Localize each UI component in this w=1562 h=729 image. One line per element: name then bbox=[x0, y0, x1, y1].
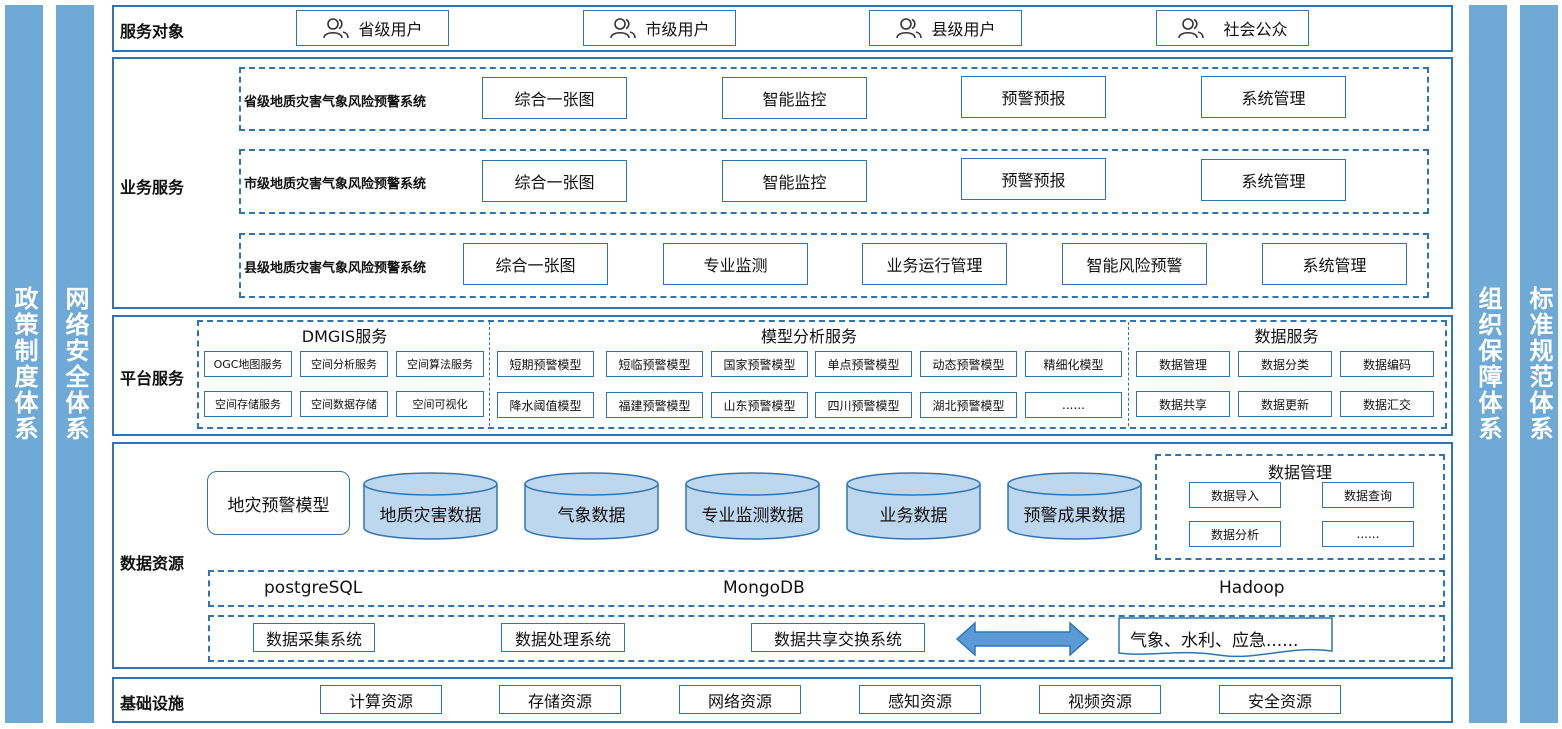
model-item: 国家预警模型 bbox=[711, 351, 808, 377]
module-box: 业务运行管理 bbox=[862, 243, 1007, 285]
engine-postgresql: postgreSQL bbox=[264, 578, 363, 598]
model-item: 降水阈值模型 bbox=[497, 392, 594, 418]
dmgis-item: 空间存储服务 bbox=[204, 391, 292, 417]
user-provincial: 省级用户 bbox=[296, 10, 449, 46]
users-icon bbox=[1178, 18, 1205, 39]
data-mgmt-item: 数据导入 bbox=[1189, 482, 1281, 508]
database-cylinder: 气象数据 bbox=[524, 472, 659, 540]
divider bbox=[1128, 322, 1129, 426]
module-box: 综合一张图 bbox=[463, 243, 608, 285]
dmgis-item: OGC地图服务 bbox=[204, 351, 292, 377]
data-service-item: 数据共享 bbox=[1136, 391, 1230, 417]
data-service-item: 数据编码 bbox=[1340, 351, 1434, 377]
dmgis-item: 空间分析服务 bbox=[300, 351, 388, 377]
side-policy: 政策制度体系 bbox=[5, 5, 43, 723]
model-item: 湖北预警模型 bbox=[920, 392, 1017, 418]
data-mgmt-item: ...... bbox=[1322, 521, 1414, 547]
database-cylinder: 地质灾害数据 bbox=[363, 472, 498, 540]
external-sources: 气象、水利、应急...... bbox=[1118, 617, 1333, 661]
module-box: 预警预报 bbox=[961, 158, 1106, 200]
data-service-title: 数据服务 bbox=[1254, 327, 1319, 346]
module-box: 预警预报 bbox=[961, 76, 1106, 118]
module-box: 系统管理 bbox=[1201, 159, 1346, 201]
external-sources-text: 气象、水利、应急...... bbox=[1130, 631, 1299, 651]
model-item: 短期预警模型 bbox=[497, 351, 594, 377]
data-service-item: 数据更新 bbox=[1238, 391, 1332, 417]
users-icon bbox=[896, 18, 923, 39]
module-box: 综合一张图 bbox=[482, 77, 627, 119]
dmgis-item: 空间可视化 bbox=[396, 391, 484, 417]
database-cylinder: 预警成果数据 bbox=[1007, 472, 1142, 540]
infrastructure-label: 基础设施 bbox=[120, 694, 185, 713]
data-service-item: 数据分类 bbox=[1238, 351, 1332, 377]
platform-group bbox=[197, 320, 1447, 429]
infra-item: 存储资源 bbox=[499, 685, 621, 714]
platform-label: 平台服务 bbox=[120, 369, 185, 388]
double-arrow-icon bbox=[955, 621, 1090, 657]
business-label: 业务服务 bbox=[120, 178, 185, 197]
infra-item: 视频资源 bbox=[1039, 685, 1161, 714]
city-system-group bbox=[239, 149, 1429, 214]
module-box: 智能监控 bbox=[722, 77, 867, 119]
divider bbox=[489, 322, 490, 426]
resources-label: 数据资源 bbox=[120, 554, 185, 573]
model-item: 四川预警模型 bbox=[815, 392, 912, 418]
user-public: 社会公众 bbox=[1156, 10, 1309, 46]
model-title: 模型分析服务 bbox=[760, 327, 857, 346]
provincial-system-name: 省级地质灾害气象风险预警系统 bbox=[244, 95, 427, 110]
database-cylinder: 业务数据 bbox=[846, 472, 981, 540]
side-standards: 标准规范体系 bbox=[1520, 5, 1558, 723]
infra-item: 感知资源 bbox=[859, 685, 981, 714]
systems-row bbox=[208, 615, 1445, 662]
data-mgmt-item: 数据查询 bbox=[1322, 482, 1414, 508]
data-service-item: 数据管理 bbox=[1136, 351, 1230, 377]
infra-item: 安全资源 bbox=[1219, 685, 1341, 714]
users-icon bbox=[323, 18, 350, 39]
infra-item: 计算资源 bbox=[320, 685, 442, 714]
county-system-group bbox=[239, 233, 1429, 298]
provincial-system-group bbox=[239, 67, 1429, 131]
dmgis-item: 空间算法服务 bbox=[396, 351, 484, 377]
model-item: ...... bbox=[1025, 392, 1122, 418]
system-box: 数据共享交换系统 bbox=[751, 623, 925, 652]
module-box: 专业监测 bbox=[663, 243, 808, 285]
document-shape-icon bbox=[1118, 617, 1333, 658]
user-county: 县级用户 bbox=[869, 10, 1022, 46]
data-mgmt-title: 数据管理 bbox=[1267, 463, 1332, 482]
model-item: 精细化模型 bbox=[1025, 351, 1122, 377]
module-box: 智能风险预警 bbox=[1062, 243, 1207, 285]
infra-item: 网络资源 bbox=[679, 685, 801, 714]
side-organization: 组织保障体系 bbox=[1469, 5, 1507, 723]
module-box: 综合一张图 bbox=[482, 160, 627, 202]
user-city: 市级用户 bbox=[583, 10, 736, 46]
data-service-item: 数据汇交 bbox=[1340, 391, 1434, 417]
system-box: 数据处理系统 bbox=[501, 623, 625, 652]
service-targets-label: 服务对象 bbox=[120, 22, 185, 41]
module-box: 智能监控 bbox=[722, 160, 867, 202]
dmgis-item: 空间数据存储 bbox=[300, 391, 388, 417]
model-item: 单点预警模型 bbox=[815, 351, 912, 377]
model-box: 地灾预警模型 bbox=[207, 471, 350, 535]
engine-hadoop: Hadoop bbox=[1219, 578, 1285, 598]
model-item: 动态预警模型 bbox=[920, 351, 1017, 377]
model-item: 短临预警模型 bbox=[606, 351, 703, 377]
database-cylinder: 专业监测数据 bbox=[685, 472, 820, 540]
users-icon bbox=[610, 18, 637, 39]
county-system-name: 县级地质灾害气象风险预警系统 bbox=[244, 261, 427, 276]
engines-row bbox=[208, 570, 1445, 607]
data-mgmt-item: 数据分析 bbox=[1189, 521, 1281, 547]
side-network-security: 网络安全体系 bbox=[56, 5, 94, 723]
engine-mongodb: MongoDB bbox=[723, 578, 805, 598]
module-box: 系统管理 bbox=[1201, 76, 1346, 118]
dmgis-title: DMGIS服务 bbox=[301, 327, 388, 346]
data-mgmt-group bbox=[1155, 454, 1445, 560]
system-box: 数据采集系统 bbox=[253, 623, 375, 652]
city-system-name: 市级地质灾害气象风险预警系统 bbox=[244, 177, 427, 192]
model-item: 福建预警模型 bbox=[606, 392, 703, 418]
module-box: 系统管理 bbox=[1262, 243, 1407, 285]
model-item: 山东预警模型 bbox=[711, 392, 808, 418]
